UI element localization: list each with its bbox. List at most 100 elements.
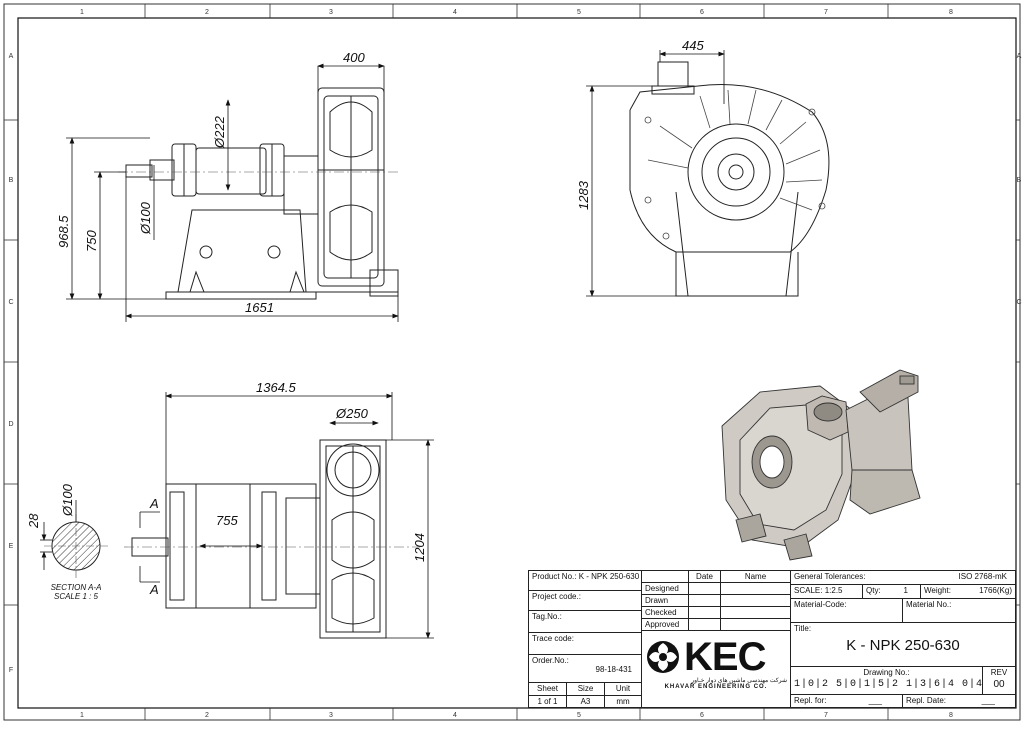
repl-date-cell: Repl. Date: ___	[903, 695, 1016, 708]
dim-section-100: Ø100	[60, 483, 75, 517]
tag-no-cell: Tag.No.:	[529, 611, 642, 633]
dim-400: 400	[343, 50, 365, 65]
company-logo: KEC شرکت مهندسی ماشین های دوار خـاور KHA…	[642, 631, 791, 708]
drawing-no-cell: Drawing No.: 1|0|2 5|0|1|5|2 1|3|6|4 0|4…	[791, 667, 983, 695]
designed-label: Designed	[642, 583, 689, 595]
date-header: Date	[689, 571, 721, 583]
plan-dimension-lines	[139, 392, 434, 639]
scale-label: SCALE:	[794, 586, 823, 595]
unit-label: Unit	[605, 683, 642, 696]
repl-date-label: Repl. Date:	[906, 696, 947, 705]
section-arrow-top: A	[149, 496, 159, 511]
col-label: 4	[453, 9, 457, 16]
drawn-date	[689, 595, 721, 607]
col-label: 5	[577, 712, 581, 719]
dim-100-shaft: Ø100	[138, 201, 153, 235]
tag-no-label: Tag.No.:	[532, 612, 562, 621]
row-label: A	[9, 53, 14, 60]
col-label: 3	[329, 712, 333, 719]
approved-name	[721, 619, 791, 631]
row-label: E	[9, 543, 14, 550]
repl-for-label: Repl. for:	[794, 696, 827, 705]
rev-label: REV	[990, 668, 1008, 677]
material-code-label: Material-Code:	[791, 599, 903, 623]
row-label: F	[9, 667, 13, 674]
designed-date	[689, 583, 721, 595]
row-label: B	[9, 177, 14, 184]
col-label: 1	[80, 712, 84, 719]
dim-222: Ø222	[212, 115, 227, 149]
project-code-label: Project code.:	[532, 592, 581, 601]
drawn-name	[721, 595, 791, 607]
trace-code-cell: Trace code:	[529, 633, 642, 655]
product-no-label: Product No.:	[532, 572, 577, 581]
front-dimension-texts: 445 1283	[576, 38, 704, 210]
side-view	[125, 87, 399, 300]
section-scale: SCALE 1 : 5	[54, 592, 99, 601]
zone-ticks	[4, 4, 1020, 720]
col-label: 1	[80, 9, 84, 16]
scale-value: 1:2.5	[824, 586, 843, 595]
logo-persian: شرکت مهندسی ماشین های دوار خـاور	[691, 678, 787, 684]
col-label: 3	[329, 9, 333, 16]
col-label: 8	[949, 712, 953, 719]
order-no-cell: Order.No.: 98-18-431	[529, 655, 642, 683]
row-label: C	[8, 299, 13, 306]
dim-1651: 1651	[245, 300, 274, 315]
rev-cell: REV 00	[983, 667, 1016, 695]
dim-968-5: 968.5	[56, 215, 71, 248]
row-label: C	[1016, 299, 1021, 306]
side-dimension-lines	[66, 63, 399, 322]
checked-name	[721, 607, 791, 619]
general-tolerances-label: General Tolerances:	[794, 572, 866, 581]
designed-name	[721, 583, 791, 595]
qty-label: Qty:	[866, 586, 881, 595]
weight-value: 1766(Kg)	[979, 586, 1012, 595]
row-label: B	[1017, 177, 1022, 184]
plan-view	[131, 439, 387, 639]
general-tolerances-cell: General Tolerances: ISO 2768-mK	[791, 571, 1016, 585]
logo-english: KHAVAR ENGINEERING CO.	[664, 684, 768, 690]
section-title: SECTION A-A	[51, 583, 102, 592]
col-label: 6	[700, 712, 704, 719]
drawing-no-label: Drawing No.:	[863, 668, 910, 677]
repl-for-cell: Repl. for: ___	[791, 695, 903, 708]
front-view	[629, 61, 830, 297]
repl-for-value: ___	[868, 696, 882, 705]
product-no-value: K - NPK 250-630	[578, 572, 640, 581]
general-tolerances-value: ISO 2768-mK	[958, 572, 1007, 581]
kec-emblem-icon	[647, 641, 679, 673]
dim-1204: 1204	[412, 533, 427, 562]
dim-1364-5: 1364.5	[256, 380, 297, 395]
scale-cell: SCALE: 1:2.5	[791, 585, 863, 599]
col-label: 2	[205, 712, 209, 719]
qty-value: 1	[903, 586, 908, 595]
title-cell: Title: K - NPK 250-630	[791, 623, 1016, 667]
project-code-cell: Project code.:	[529, 591, 642, 611]
row-label: D	[8, 421, 13, 428]
dim-1283: 1283	[576, 180, 591, 210]
approved-label: Approved	[642, 619, 689, 631]
order-no-value: 98-18-431	[595, 665, 632, 674]
column-labels: 1 2 3 4 5 6 7 8 1 2 3 4 5 6 7 8	[80, 9, 953, 719]
col-label: 8	[949, 9, 953, 16]
material-no-label: Material No.:	[903, 599, 1016, 623]
trace-code-label: Trace code:	[532, 634, 574, 643]
isometric-view	[721, 369, 921, 561]
front-dimension-lines	[586, 50, 725, 297]
repl-date-value: ___	[981, 696, 995, 705]
col-label: 7	[824, 712, 828, 719]
row-labels: A B C D E F A B C	[8, 53, 1021, 674]
col-label: 7	[824, 9, 828, 16]
checked-label: Checked	[642, 607, 689, 619]
sheet-value: 1 of 1	[529, 696, 567, 708]
section-arrow-bottom: A	[149, 582, 159, 597]
sig-corner	[642, 571, 689, 583]
order-no-label: Order.No.:	[532, 656, 569, 665]
checked-date	[689, 607, 721, 619]
drawn-label: Drawn	[642, 595, 689, 607]
weight-cell: Weight: 1766(Kg)	[921, 585, 1016, 599]
size-label: Size	[567, 683, 605, 696]
drawing-no-value: 1|0|2 5|0|1|5|2 1|3|6|4 0|4|1|8 0|0|3|3	[794, 679, 983, 690]
